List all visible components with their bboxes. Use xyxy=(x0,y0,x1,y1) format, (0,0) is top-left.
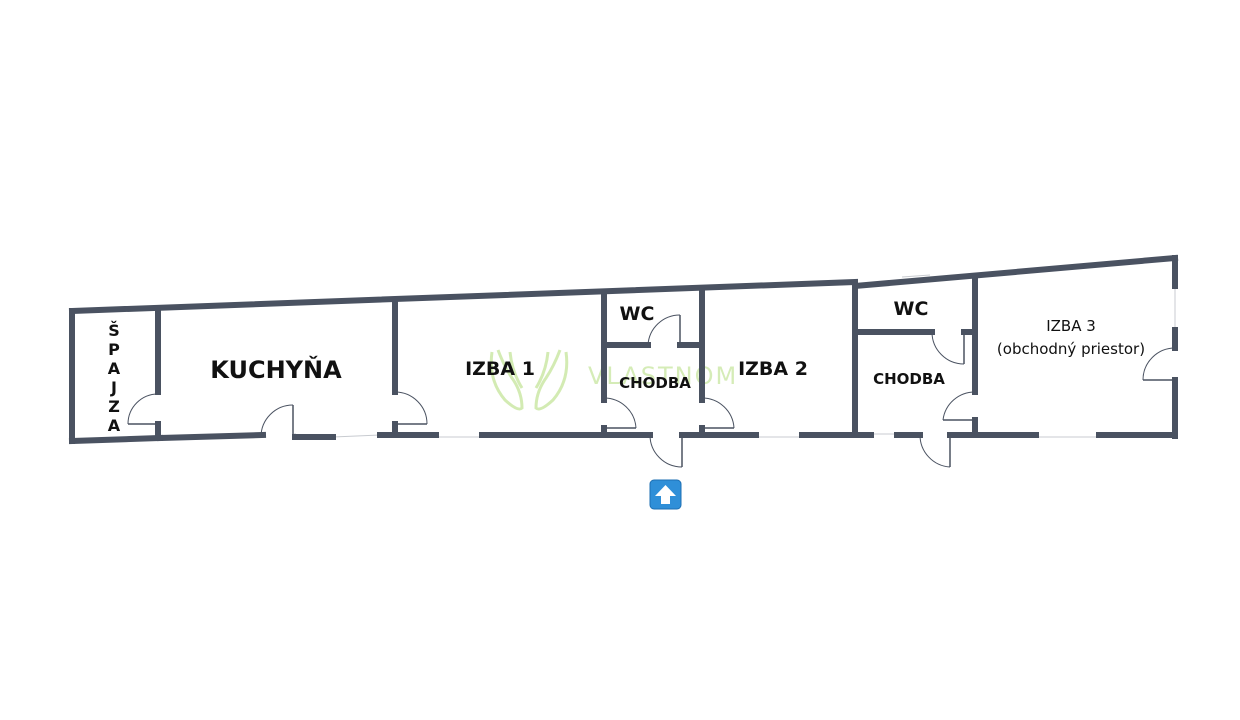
room-label-spajza: Š P A J Z A xyxy=(108,321,121,435)
room-label-wc1: WC xyxy=(620,303,655,325)
door-chodba2-entrance xyxy=(919,434,951,468)
door-wc1 xyxy=(647,314,681,346)
hands-logo-icon xyxy=(489,349,569,411)
door-chodba1-izba2 xyxy=(701,397,735,429)
room-label-izba3-title: IZBA 3 xyxy=(1046,317,1096,335)
door-chodba2-izba3 xyxy=(942,391,976,421)
up-arrow-icon xyxy=(649,479,682,510)
window-lines xyxy=(294,274,1176,440)
watermark: VLASTNOM xyxy=(489,349,738,411)
door-wc2 xyxy=(931,331,965,365)
doors xyxy=(127,314,1176,468)
room-label-izba2: IZBA 2 xyxy=(738,358,808,380)
door-kuchyna-entrance xyxy=(260,404,294,438)
door-izba1 xyxy=(394,391,428,425)
spajza-letter: J xyxy=(110,378,117,397)
room-label-izba1: IZBA 1 xyxy=(465,358,535,380)
room-label-izba3-subtitle: (obchodný priestor) xyxy=(997,340,1145,358)
room-label-kuchyna: KUCHYŇA xyxy=(210,355,342,384)
room-label-wc2: WC xyxy=(894,298,929,320)
watermark-text: VLASTNOM xyxy=(588,362,738,390)
room-label-chodba2: CHODBA xyxy=(873,370,945,388)
room-labels: Š P A J Z A KUCHYŇA IZBA 1 WC CHODBA IZB… xyxy=(108,298,1145,435)
door-main-entrance xyxy=(649,434,683,468)
walls xyxy=(68,254,1179,445)
spajza-letter: Z xyxy=(108,397,120,416)
spajza-letter: A xyxy=(108,359,121,378)
door-spajza xyxy=(127,393,159,425)
spajza-letter: P xyxy=(108,340,120,359)
spajza-letter: Š xyxy=(108,321,120,340)
door-izba3-right xyxy=(1142,347,1176,381)
room-label-chodba1: CHODBA xyxy=(619,374,691,392)
door-chodba1-izba1 xyxy=(603,397,637,429)
spajza-letter: A xyxy=(108,416,121,435)
